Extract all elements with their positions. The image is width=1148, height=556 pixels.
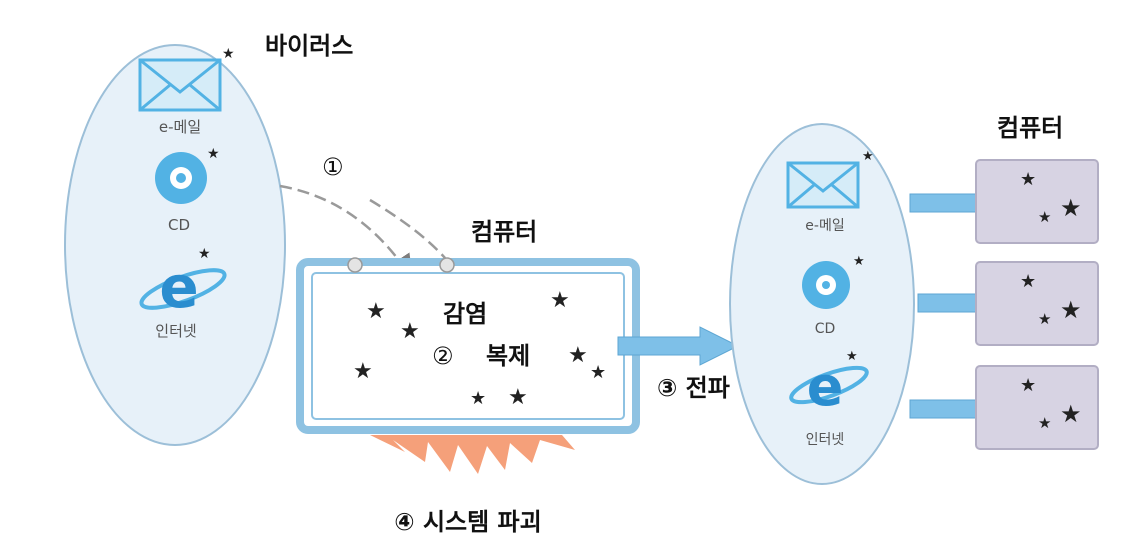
internet-explorer-icon: e (139, 253, 227, 321)
virus-sources-oval (64, 44, 286, 446)
replication-label: 복제 (486, 342, 530, 370)
email-label: e-메일 (159, 118, 201, 136)
cd-label: CD (815, 321, 836, 337)
connector-dot (347, 257, 363, 273)
virus-star: ★ (550, 288, 570, 313)
spread-arrow (617, 326, 740, 366)
spread-targets-group: ★ e-메일 ★ CD e ★ 인터넷 (729, 123, 915, 485)
infection-label: 감염 (443, 300, 487, 328)
step3-spread-label: ③ 전파 (657, 374, 730, 402)
infected-computer-box-1: ★ ★ ★ (975, 159, 1099, 244)
virus-star: ★ (222, 46, 235, 62)
virus-star: ★ (1038, 208, 1051, 226)
computer-center-title: 컴퓨터 (471, 218, 537, 246)
internet-label: 인터넷 (806, 432, 845, 448)
cd-label: CD (168, 216, 190, 234)
internet-explorer-icon: e (789, 355, 869, 418)
virus-star: ★ (1060, 400, 1082, 428)
virus-star: ★ (508, 385, 528, 410)
cd-icon (802, 261, 850, 309)
virus-star: ★ (366, 299, 386, 324)
virus-star: ★ (198, 246, 211, 262)
computers-right-title: 컴퓨터 (997, 114, 1063, 142)
infected-computer-box-2: ★ ★ ★ (975, 261, 1099, 346)
virus-title: 바이러스 (265, 32, 353, 60)
virus-star: ★ (1020, 169, 1036, 190)
virus-star: ★ (1038, 414, 1051, 432)
virus-star: ★ (470, 388, 486, 409)
connector-dot (439, 257, 455, 273)
svg-text:e: e (807, 355, 844, 418)
virus-star: ★ (568, 343, 588, 368)
virus-star: ★ (1060, 296, 1082, 324)
virus-sources-group: ★ e-메일 ★ CD e ★ 인터넷 (64, 44, 286, 446)
virus-star: ★ (590, 362, 606, 383)
infection-arrow-2 (369, 198, 446, 259)
virus-stars-inside: ★ ★ ★ ★ ★ ★ ★ ★ (353, 288, 606, 410)
destruction-burst (370, 435, 575, 474)
envelope-icon (786, 161, 860, 209)
email-label: e-메일 (805, 218, 844, 234)
virus-star: ★ (353, 359, 373, 384)
step2-marker: ② (432, 342, 454, 370)
infected-computer-box-3: ★ ★ ★ (975, 365, 1099, 450)
step1-marker: ① (322, 153, 344, 181)
infection-arrow-1 (279, 184, 413, 281)
virus-star: ★ (1020, 375, 1036, 396)
virus-star: ★ (846, 349, 858, 364)
virus-star: ★ (207, 146, 220, 162)
cd-icon (155, 152, 207, 204)
envelope-icon (138, 58, 222, 112)
virus-star: ★ (853, 254, 865, 269)
virus-star: ★ (1060, 194, 1082, 222)
virus-star: ★ (400, 319, 420, 344)
svg-text:e: e (159, 253, 198, 321)
step4-destruction-label: ④ 시스템 파괴 (394, 508, 541, 536)
virus-star: ★ (1020, 271, 1036, 292)
virus-star: ★ (862, 149, 874, 164)
internet-label: 인터넷 (155, 322, 196, 340)
virus-star: ★ (1038, 310, 1051, 328)
